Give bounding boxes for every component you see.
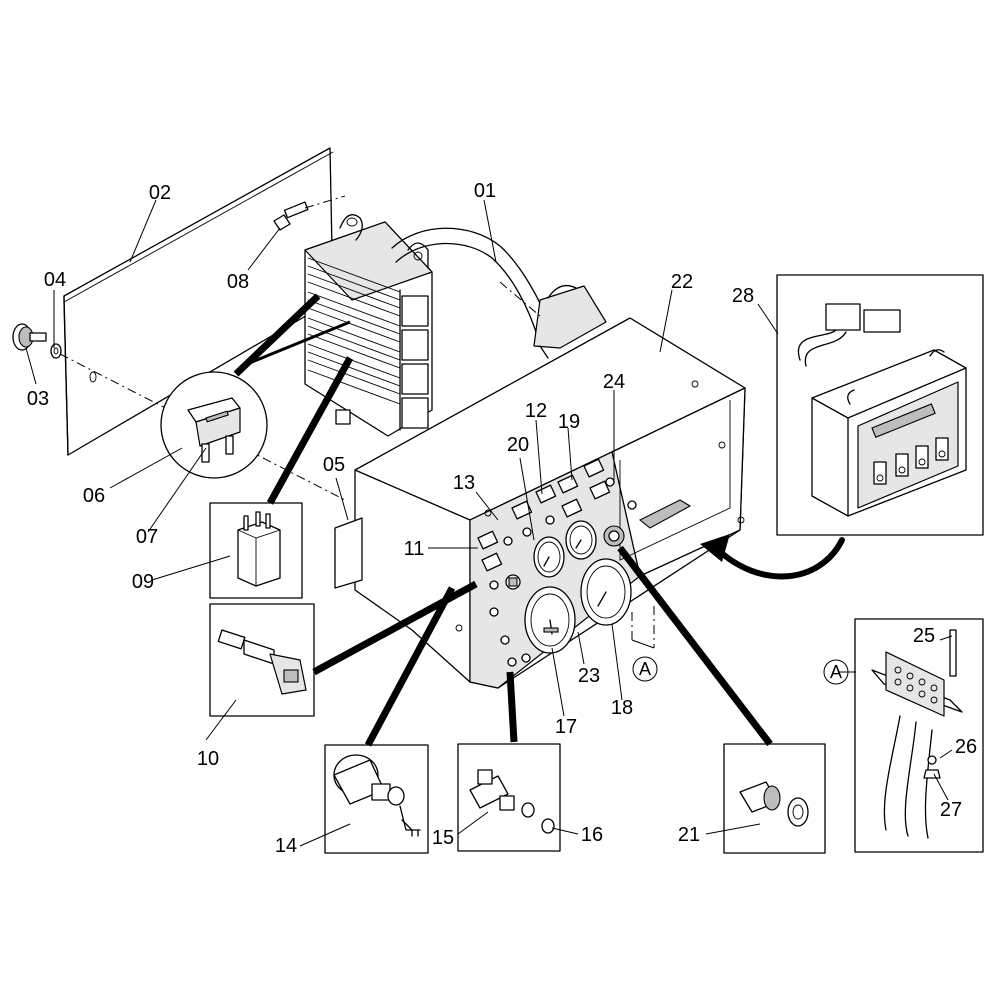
callout-12: 12 [525,400,547,422]
callout-15: 15 [432,827,454,849]
switch-box-10 [209,603,315,717]
callout-19: 19 [558,411,580,433]
fuse-detail-circle [160,371,268,479]
screw-08 [273,201,309,231]
callout-labels: 01 02 03 04 05 06 07 08 09 10 11 12 13 1… [27,180,977,857]
callout-02: 02 [149,182,171,204]
panel-switch-row [477,458,637,667]
buzzer-box-21 [723,743,826,854]
callout-04: 04 [44,269,66,291]
connector-detail-box-A [854,618,984,853]
buzzer-24 [603,525,625,547]
callout-16: 16 [581,824,603,846]
control-unit-box-28 [776,274,984,536]
leader-lines [25,199,953,847]
toggle-switch-box-15 [457,743,561,852]
washer-04 [50,343,62,359]
cable-harness [391,227,607,359]
detail-marker-A-box: A [823,659,849,685]
callout-07: 07 [136,526,158,548]
gauge-19 [565,520,597,560]
gauge-18 [580,558,632,626]
relocation-arrowhead [700,534,730,562]
callout-20: 20 [507,434,529,456]
callout-23: 23 [578,665,600,687]
relay-box-09 [209,502,303,599]
callout-27: 27 [940,799,962,821]
key-switch-slot [505,574,521,590]
detail-marker-text: A [639,659,651,679]
detail-marker-text: A [830,662,842,682]
callout-09: 09 [132,571,154,593]
callout-11: 11 [404,538,425,560]
callout-06: 06 [83,485,105,507]
gauge-20 [533,536,565,578]
callout-10: 10 [197,748,219,770]
callout-24: 24 [603,371,625,393]
key-switch-box-14 [324,744,429,854]
detail-marker-A-console: A [632,656,658,682]
relocation-arrow [713,537,845,580]
cover-panel [63,147,334,456]
callout-18: 18 [611,697,633,719]
callout-28: 28 [732,285,754,307]
callout-25: 25 [913,625,935,647]
callout-13: 13 [453,472,475,494]
callout-08: 08 [227,271,249,293]
callout-14: 14 [275,835,297,857]
callout-26: 26 [955,736,977,758]
side-component-05 [334,517,363,589]
callout-01: 01 [474,180,496,202]
fastener-knob-03 [12,323,47,351]
callout-05: 05 [323,454,345,476]
callout-17: 17 [555,716,577,738]
callout-21: 21 [678,824,700,846]
gauge-17 [524,586,576,654]
callout-03: 03 [27,388,49,410]
callout-22: 22 [671,271,693,293]
